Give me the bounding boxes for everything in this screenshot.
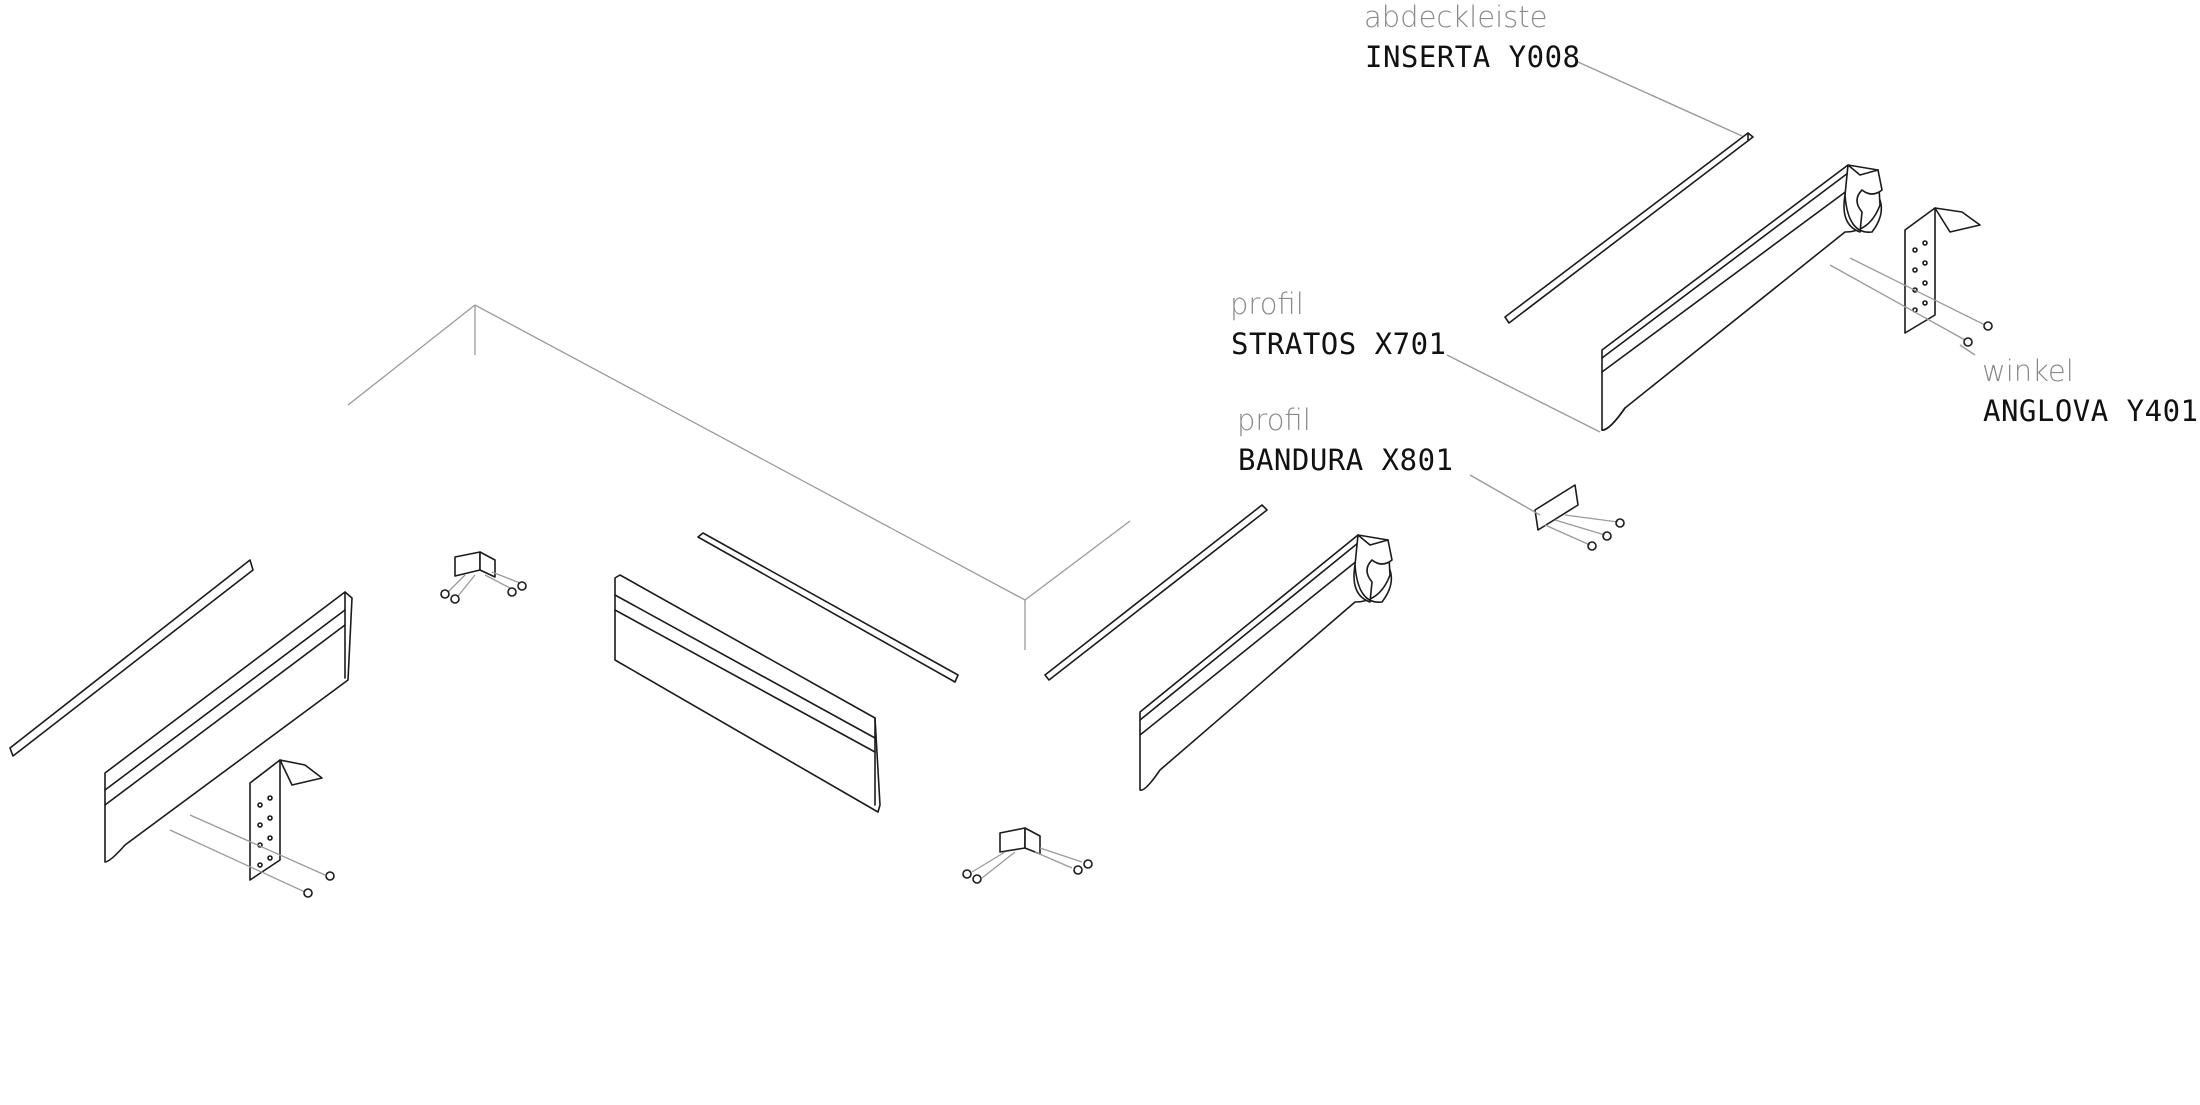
- clip-center-top: [440, 551, 527, 604]
- label-insert-category: abdeckleiste: [1364, 0, 1548, 34]
- label-bracket-category: winkel: [1982, 354, 2074, 388]
- insert-strip-left: [9, 559, 254, 757]
- insert-strip-mid: [1044, 504, 1268, 681]
- leader-lines: [1446, 61, 1976, 516]
- bracket-left: [169, 759, 335, 898]
- insert-strip-center: [697, 532, 959, 683]
- profile-left: [104, 591, 353, 863]
- wall-outline: [347, 304, 1131, 650]
- label-profile-top-category: profil: [1230, 287, 1304, 321]
- bracket-anglova-top: [1829, 207, 1993, 347]
- clip-bandura: [1534, 484, 1625, 551]
- label-insert-code: INSERTA Y008: [1365, 40, 1581, 74]
- profile-mid: [1139, 534, 1393, 791]
- label-profile-top-code: STRATOS X701: [1231, 327, 1447, 361]
- clip-center-bottom: [962, 827, 1093, 884]
- label-bracket-code: ANGLOVA Y401: [1983, 394, 2199, 428]
- label-profile-mid-code: BANDURA X801: [1238, 443, 1454, 477]
- profile-stratos-top: [1601, 164, 1883, 431]
- profile-center: [614, 574, 881, 813]
- label-profile-mid-category: profil: [1237, 403, 1311, 437]
- insert-strip-top: [1504, 132, 1754, 324]
